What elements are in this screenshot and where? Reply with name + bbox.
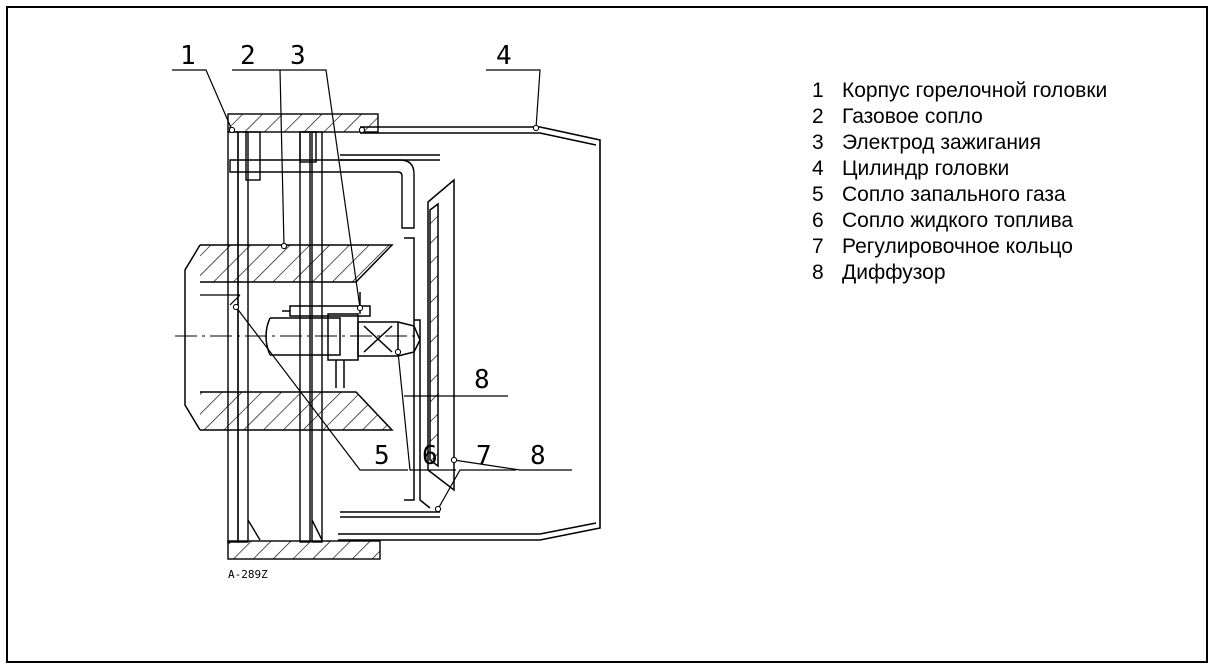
legend: 1 Корпус горелочной головки 2 Газовое со… — [812, 78, 1202, 286]
legend-num: 6 — [812, 209, 824, 232]
nozzle-assembly — [265, 292, 421, 388]
callout-7: 7 — [476, 441, 492, 471]
callout-3: 3 — [290, 41, 306, 71]
legend-text: Электрод зажигания — [842, 131, 1042, 154]
legend-item: 7 Регулировочное кольцо — [812, 234, 1202, 260]
legend-item: 1 Корпус горелочной головки — [812, 78, 1202, 104]
legend-num: 1 — [812, 79, 824, 102]
legend-text: Корпус горелочной головки — [842, 79, 1108, 102]
legend-num: 4 — [812, 157, 824, 180]
legend-text: Сопло жидкого топлива — [842, 209, 1074, 232]
callout-1: 1 — [180, 41, 196, 71]
regulating-ring — [404, 237, 431, 509]
legend-item: 4 Цилиндр головки — [812, 156, 1202, 182]
legend-text: Диффузор — [842, 261, 946, 284]
legend-text: Регулировочное кольцо — [842, 235, 1073, 258]
legend-text: Цилиндр головки — [842, 157, 1010, 180]
leader-lines — [172, 69, 572, 510]
head-cylinder — [338, 126, 601, 541]
legend-item: 8 Диффузор — [812, 260, 1202, 286]
inline-label-8: 8 — [474, 365, 490, 395]
callout-6: 6 — [422, 441, 438, 471]
legend-text: Сопло запального газа — [842, 183, 1066, 206]
legend-num: 2 — [812, 105, 824, 128]
diffuser — [427, 178, 455, 492]
callout-2: 2 — [240, 41, 256, 71]
drawing-code: A-289Z — [228, 568, 268, 581]
callout-4: 4 — [496, 41, 512, 71]
burner-housing — [227, 113, 415, 560]
legend-num: 3 — [812, 131, 824, 154]
legend-num: 8 — [812, 261, 824, 284]
leader-dots — [228, 124, 540, 513]
legend-item: 5 Сопло запального газа — [812, 182, 1202, 208]
legend-text: Газовое сопло — [842, 105, 983, 128]
gas-nozzle — [184, 244, 394, 431]
callout-8: 8 — [530, 441, 546, 471]
diagram-frame — [6, 6, 1208, 663]
legend-item: 3 Электрод зажигания — [812, 130, 1202, 156]
legend-num: 7 — [812, 235, 824, 258]
legend-num: 5 — [812, 183, 824, 206]
legend-item: 2 Газовое сопло — [812, 104, 1202, 130]
callout-5: 5 — [374, 441, 390, 471]
legend-item: 6 Сопло жидкого топлива — [812, 208, 1202, 234]
